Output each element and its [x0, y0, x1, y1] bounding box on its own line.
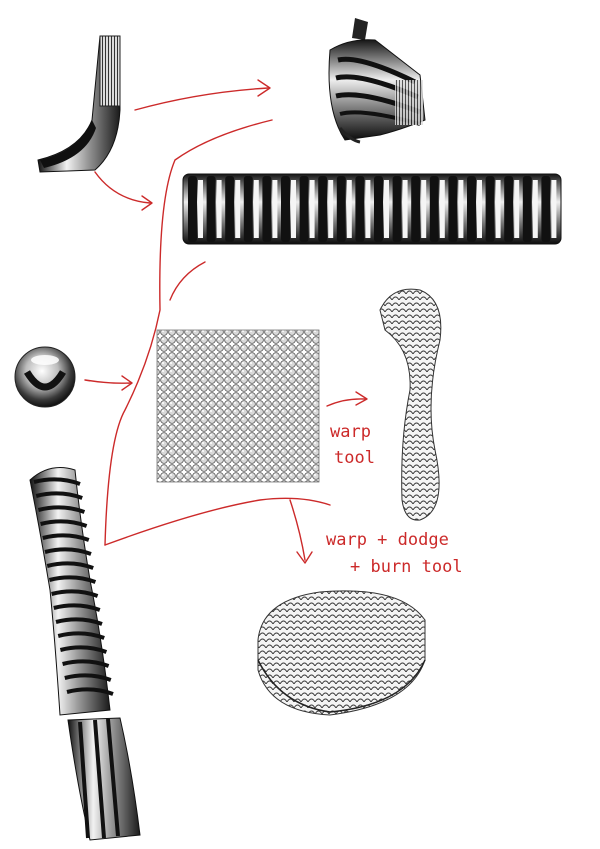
ribbon-segment — [374, 176, 383, 242]
arrow-bead-to-grid — [84, 379, 131, 384]
ribbon-segment — [281, 176, 290, 242]
ribbon-highlight — [495, 180, 501, 238]
twist-band — [66, 687, 114, 696]
ribbon-highlight — [421, 180, 427, 238]
ribbon-highlight — [384, 180, 389, 238]
arrow-ribbon-to-fan — [134, 87, 269, 111]
twist-band — [55, 617, 103, 626]
ribbon-highlight — [458, 180, 464, 238]
ribbon-segment — [522, 176, 532, 242]
twist-band — [42, 533, 90, 542]
twist-band — [40, 519, 88, 528]
ribbon-segment — [206, 176, 216, 242]
ribbon-segment — [541, 176, 551, 242]
ribbon-segment — [336, 176, 346, 242]
twist-band — [35, 491, 83, 500]
warp-dodge-label-line2: + burn tool — [350, 557, 463, 577]
twist-band — [37, 505, 86, 514]
ribbon-highlight — [291, 180, 296, 238]
ribbon-highlight — [532, 180, 538, 238]
ribbon-highlight — [328, 180, 334, 238]
ribbon-segment — [299, 176, 309, 242]
fanned-ribbons-icon — [328, 18, 426, 144]
ribbon-highlight — [198, 180, 203, 238]
twist-band — [51, 589, 99, 598]
ribbon-segment — [262, 176, 272, 242]
twist-band — [59, 645, 108, 654]
dome-icon — [257, 590, 426, 716]
ribbon-segment — [429, 176, 439, 242]
ribbon-highlight — [346, 180, 352, 238]
ribbon-segment — [411, 176, 421, 242]
arrow-to-dome — [289, 499, 306, 561]
ribbon-highlight — [477, 180, 482, 238]
ribbon-segment — [504, 176, 514, 242]
twist-band — [44, 547, 92, 556]
ribbon-segment — [225, 176, 235, 242]
ribbon-highlight — [551, 180, 557, 238]
warp-label-line1: warp — [330, 422, 371, 442]
arrowhead-grid — [121, 375, 133, 391]
arrowhead-dome — [296, 551, 313, 564]
twist-band — [57, 631, 105, 640]
ribbon-highlight — [402, 180, 408, 238]
ribbon-highlight — [272, 180, 278, 238]
arrow-trunk-branch — [169, 261, 206, 301]
curved-ribbon-icon — [37, 35, 121, 173]
ribbon-row-icon — [182, 173, 562, 245]
ribbon-segment — [467, 176, 476, 242]
twist-band — [48, 575, 97, 584]
arrow-trunk — [104, 119, 273, 546]
ribbon-highlight — [439, 180, 445, 238]
arrow-ribbon-to-row — [94, 171, 151, 204]
arrow-network — [84, 79, 368, 564]
ribbon-segment — [318, 176, 328, 242]
twist-band — [33, 477, 81, 486]
ribbon-segment — [448, 176, 458, 242]
twist-band — [53, 603, 101, 612]
ribbon-segment — [188, 176, 197, 242]
arrow-grid-to-warp — [326, 398, 366, 407]
arrowhead-warp — [355, 391, 368, 406]
warp-label-line2: tool — [334, 448, 375, 468]
arrowhead-fan — [257, 79, 271, 97]
twist-band — [64, 673, 112, 682]
ribbon-highlight — [514, 180, 520, 238]
twist-band — [46, 561, 94, 570]
warped-column-icon — [379, 288, 442, 521]
ribbon-highlight — [253, 180, 259, 238]
ribbon-segment — [485, 176, 495, 242]
arrowhead-row — [141, 195, 153, 211]
ribbon-segment — [243, 176, 253, 242]
ribbon-highlight — [365, 180, 371, 238]
ribbon-highlight — [235, 180, 241, 238]
ribbon-highlight — [216, 180, 222, 238]
twist-band — [62, 659, 110, 668]
arrow-bottom-branch — [104, 497, 331, 546]
ribbon-highlight — [309, 180, 315, 238]
bead-grid-icon — [156, 329, 320, 483]
ribbon-segment — [392, 176, 402, 242]
warp-dodge-label-line1: warp + dodge — [326, 530, 449, 550]
ribbon-segment — [355, 176, 365, 242]
chrome-bead-icon — [14, 346, 76, 408]
twisted-column-icon — [29, 467, 141, 841]
